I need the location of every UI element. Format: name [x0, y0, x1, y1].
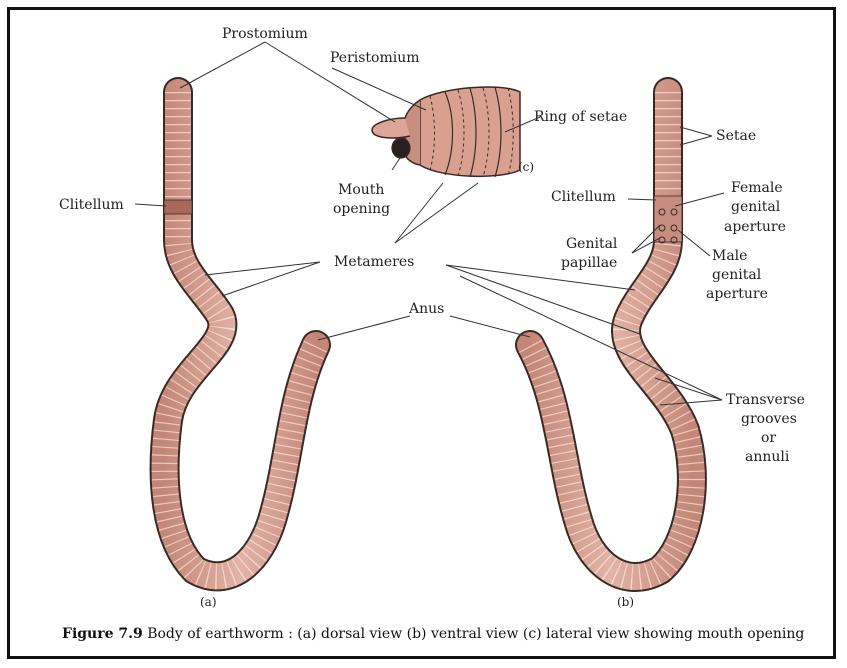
label-female-2: genital	[731, 199, 781, 215]
label-transverse-1: Transverse	[726, 392, 805, 408]
worm-b-ventral	[530, 92, 692, 577]
worm-c-head	[372, 87, 520, 177]
label-metameres: Metameres	[334, 254, 414, 270]
label-clitellum-right: Clitellum	[551, 189, 616, 205]
caption-figure-number: Figure 7.9	[62, 626, 143, 642]
label-b: (b)	[617, 595, 634, 609]
clitellum-a	[164, 200, 192, 214]
label-setae: Setae	[716, 128, 756, 144]
clitellum-b	[654, 196, 682, 242]
label-genital-2: papillae	[561, 255, 617, 271]
mouth-opening	[392, 138, 410, 158]
prostomium-lobe	[372, 118, 410, 138]
label-mouth-1: Mouth	[338, 182, 384, 198]
caption-text: Body of earthworm : (a) dorsal view (b) …	[143, 626, 805, 642]
worm-a-dorsal	[164, 92, 316, 576]
label-female-3: aperture	[724, 219, 786, 235]
label-male-2: genital	[712, 267, 762, 283]
label-clitellum-left: Clitellum	[59, 197, 124, 213]
label-mouth-2: opening	[333, 201, 390, 217]
label-prostomium: Prostomium	[222, 26, 308, 42]
label-c: (c)	[518, 160, 534, 174]
label-genital-1: Genital	[566, 236, 618, 252]
label-transverse-2: grooves	[741, 411, 797, 427]
label-transverse-3: or	[761, 430, 776, 446]
figure-caption: Figure 7.9 Body of earthworm : (a) dorsa…	[62, 626, 822, 643]
label-male-3: aperture	[706, 286, 768, 302]
label-female-1: Female	[731, 180, 783, 196]
label-peristomium: Peristomium	[330, 50, 420, 66]
label-male-1: Male	[712, 248, 747, 264]
label-transverse-4: annuli	[745, 449, 790, 465]
label-ring-of-setae: Ring of setae	[534, 109, 627, 125]
label-anus: Anus	[408, 301, 444, 317]
label-a: (a)	[200, 595, 217, 609]
